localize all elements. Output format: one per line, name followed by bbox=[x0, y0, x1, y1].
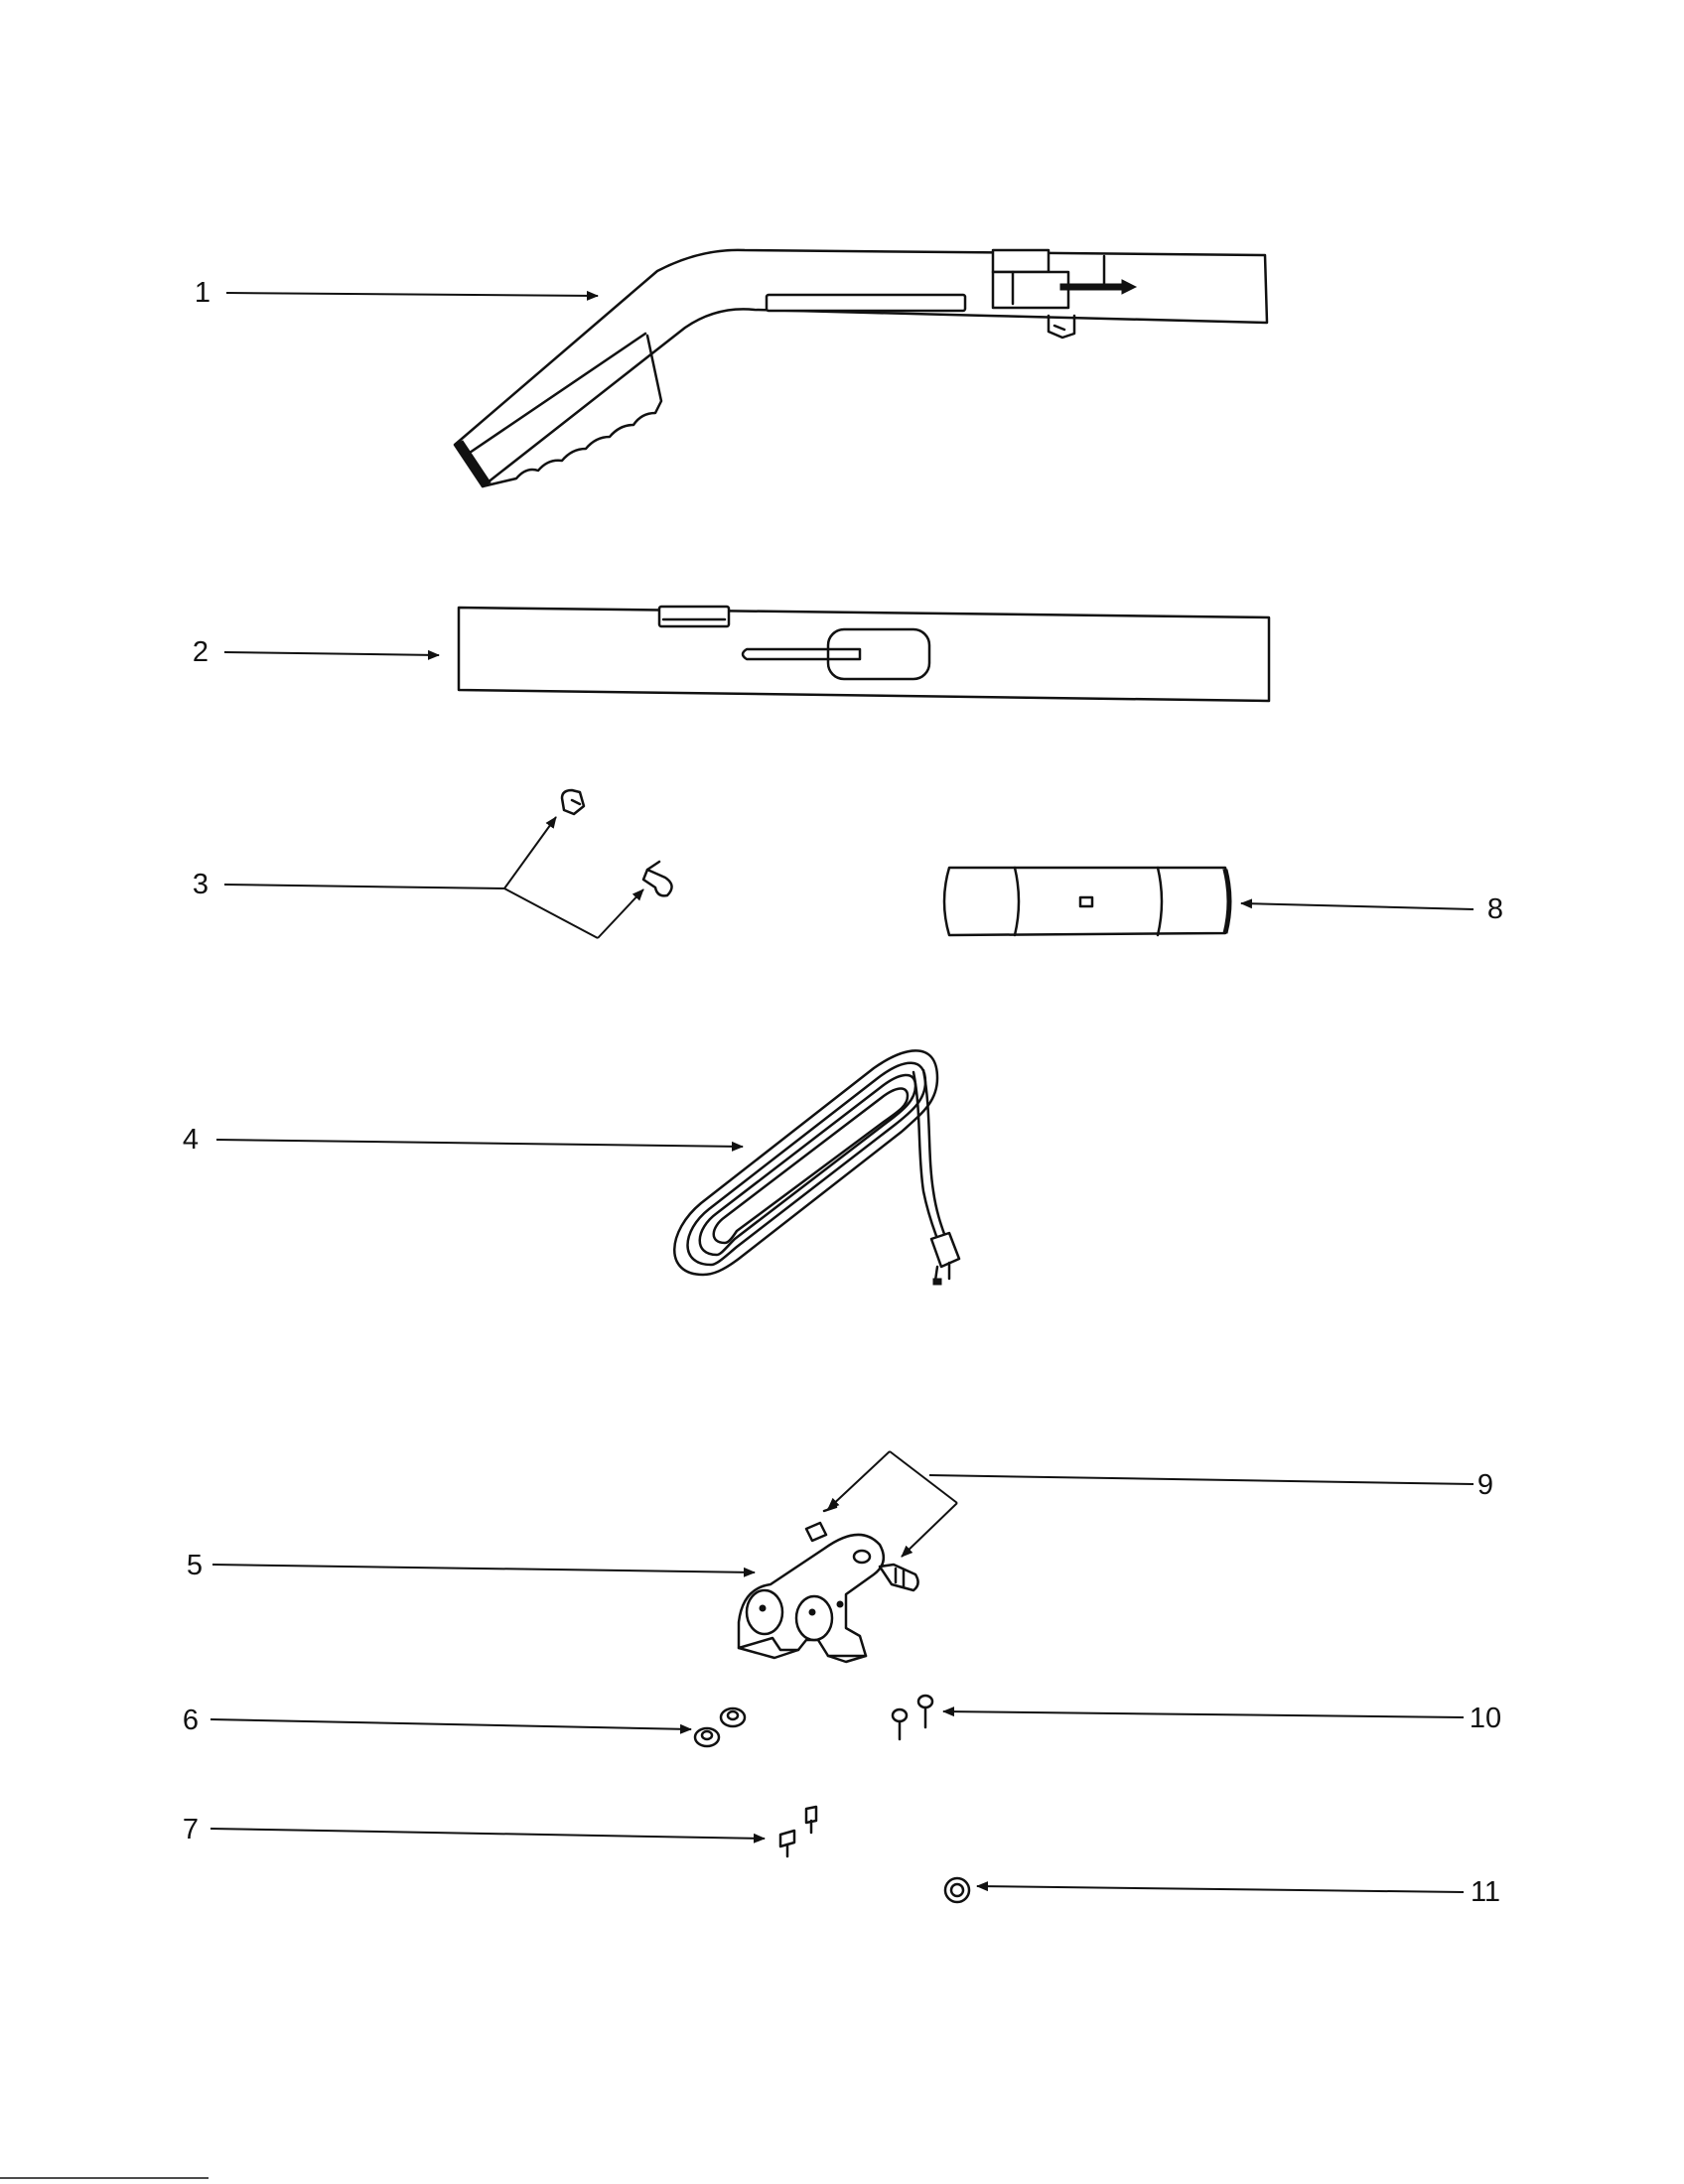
leader-line-6 bbox=[210, 1718, 692, 1734]
leader-line-9 bbox=[827, 1450, 1474, 1558]
ring-washer-icon bbox=[943, 1876, 971, 1904]
callout-4: 4 bbox=[183, 1124, 199, 1156]
leader-line-2 bbox=[223, 649, 440, 660]
part-5-bracket bbox=[737, 1505, 919, 1664]
part-11-washer bbox=[943, 1876, 971, 1904]
button-and-latch-icon bbox=[560, 788, 673, 897]
callout-9: 9 bbox=[1477, 1469, 1493, 1501]
leader-lines bbox=[210, 290, 1474, 1893]
screws-icon bbox=[891, 1694, 934, 1741]
part-2-straight-wand bbox=[457, 605, 1271, 703]
callout-1: 1 bbox=[195, 277, 210, 309]
callout-8: 8 bbox=[1487, 893, 1503, 925]
callout-10: 10 bbox=[1470, 1703, 1501, 1734]
hand-grip-icon bbox=[942, 866, 1232, 937]
leader-line-1 bbox=[225, 290, 599, 301]
callout-5: 5 bbox=[187, 1550, 203, 1581]
leader-line-10 bbox=[942, 1706, 1465, 1718]
callout-7: 7 bbox=[183, 1814, 199, 1845]
curved-handle-tube-icon bbox=[453, 248, 1269, 488]
part-1-curved-handle bbox=[453, 248, 1269, 488]
bracket-mount-icon bbox=[737, 1505, 919, 1664]
leader-line-4 bbox=[215, 1139, 744, 1152]
callout-2: 2 bbox=[193, 636, 209, 668]
callout-labels: 1 2 3 4 5 6 7 8 9 10 11 bbox=[183, 277, 1503, 1908]
thumb-screws-icon bbox=[778, 1805, 818, 1858]
part-10-screws bbox=[891, 1694, 934, 1741]
leader-line-3 bbox=[223, 816, 644, 939]
leader-line-8 bbox=[1240, 898, 1474, 910]
part-3-button-latch bbox=[560, 788, 673, 897]
part-4-power-cord bbox=[673, 1049, 961, 1286]
part-8-grip bbox=[942, 866, 1232, 937]
callout-3: 3 bbox=[193, 869, 209, 900]
coiled-power-cord-icon bbox=[673, 1049, 961, 1286]
leader-line-11 bbox=[976, 1881, 1465, 1893]
callout-6: 6 bbox=[183, 1705, 199, 1736]
leader-line-5 bbox=[211, 1564, 756, 1577]
callout-11: 11 bbox=[1471, 1876, 1500, 1908]
nuts-icon bbox=[693, 1706, 747, 1748]
part-7-thumb-screws bbox=[778, 1805, 818, 1858]
part-6-nuts bbox=[693, 1706, 747, 1748]
leader-line-7 bbox=[210, 1828, 766, 1843]
straight-wand-tube-icon bbox=[457, 605, 1271, 703]
